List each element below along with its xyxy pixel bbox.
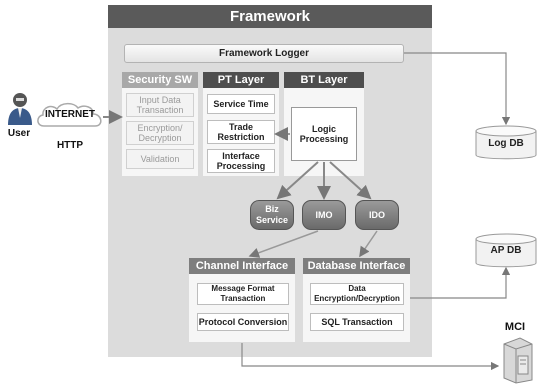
user-icon — [8, 93, 32, 125]
logic-processing-box: Logic Processing — [291, 107, 357, 161]
data-encryption-box: Data Encryption/Decryption — [310, 283, 404, 305]
trade-restriction-box: Trade Restriction — [207, 120, 275, 144]
pt-layer-title: PT Layer — [203, 72, 279, 88]
framework-logger: Framework Logger — [124, 44, 404, 63]
database-interface-title: Database Interface — [303, 258, 410, 274]
channel-to-mci-line — [241, 343, 500, 371]
log-db-label: Log DB — [488, 138, 524, 149]
encryption-decryption-box: Encryption/ Decryption — [126, 121, 194, 145]
ido-node: IDO — [355, 200, 399, 230]
ap-db-icon — [475, 233, 537, 268]
logic-to-biz-line — [276, 161, 319, 200]
user-label: User — [7, 128, 31, 139]
imo-to-channel-line — [248, 230, 319, 258]
ap-db-label: AP DB — [490, 245, 522, 256]
input-data-transaction-box: Input Data Transaction — [126, 93, 194, 117]
logger-to-logdb-line — [404, 52, 511, 126]
validation-box: Validation — [126, 149, 194, 169]
mci-server-icon — [503, 337, 533, 384]
protocol-conversion-box: Protocol Conversion — [197, 313, 289, 331]
channel-interface-title: Channel Interface — [189, 258, 295, 274]
imo-node: IMO — [302, 200, 346, 230]
sql-transaction-box: SQL Transaction — [310, 313, 404, 331]
internet-label: INTERNET — [45, 109, 95, 120]
logic-to-ido-line — [329, 161, 372, 200]
framework-title: Framework — [108, 5, 432, 28]
service-time-box: Service Time — [207, 94, 275, 114]
interface-processing-box: Interface Processing — [207, 149, 275, 173]
internet-cloud-icon — [37, 102, 102, 127]
log-db-icon — [475, 125, 537, 160]
database-to-apdb-line — [410, 266, 511, 299]
http-label: HTTP — [56, 140, 84, 151]
biz-service-node: Biz Service — [250, 200, 294, 230]
message-format-transaction-box: Message Format Transaction — [197, 283, 289, 305]
bt-layer-title: BT Layer — [284, 72, 364, 88]
security-panel-title: Security SW — [122, 72, 198, 88]
mci-label: MCI — [504, 321, 526, 333]
ido-to-database-line — [359, 230, 378, 258]
